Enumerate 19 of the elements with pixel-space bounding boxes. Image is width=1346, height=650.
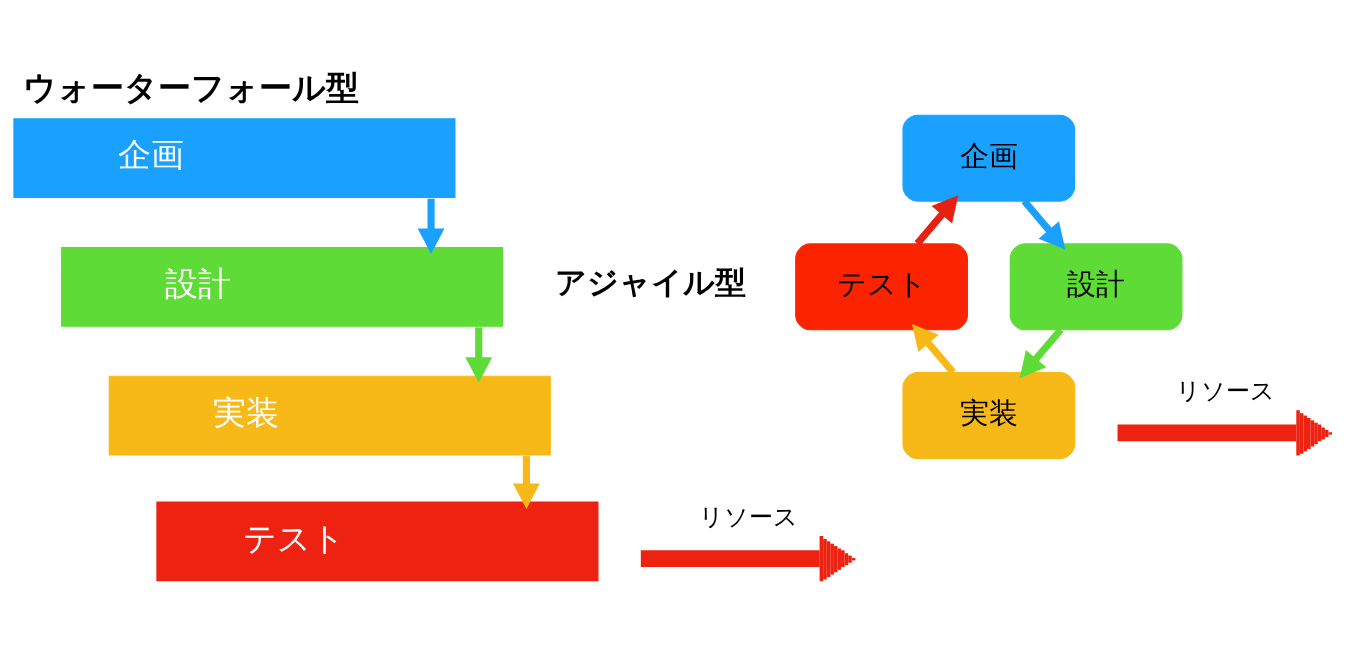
node-box: 企画	[902, 114, 1076, 202]
arrow	[513, 456, 540, 510]
label: アジャイル型	[555, 264, 747, 301]
arrow	[914, 195, 959, 246]
node-box: テスト	[156, 501, 599, 582]
node-box: 企画	[13, 118, 456, 199]
diagram-title: ウォーターフォール型	[23, 68, 360, 108]
arrow	[1019, 327, 1064, 379]
node-box: 実装	[108, 375, 551, 456]
arrow	[465, 327, 493, 383]
node-box: 実装	[902, 372, 1076, 460]
node-box: 設計	[61, 246, 504, 327]
label: リソース	[699, 502, 799, 531]
arrow	[1021, 198, 1066, 250]
label: リソース	[1175, 376, 1275, 405]
arrow	[417, 198, 445, 255]
node-box: テスト	[795, 243, 968, 331]
node-box: 設計	[1009, 243, 1183, 331]
arrow	[912, 323, 956, 375]
